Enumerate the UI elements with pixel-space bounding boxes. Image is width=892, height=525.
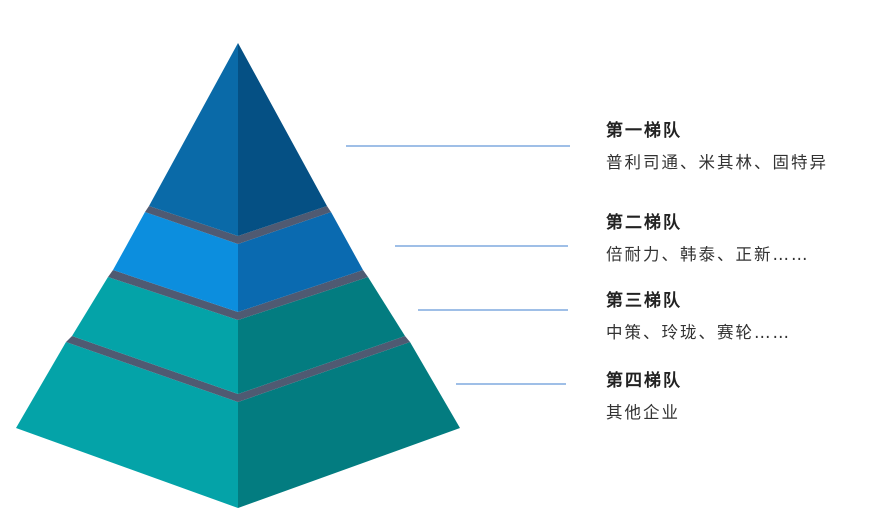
tier-1-left-face (149, 43, 238, 236)
tier-2-title: 第二梯队 (606, 213, 682, 233)
tier-4-title: 第四梯队 (606, 371, 682, 391)
tier-3-block (72, 270, 405, 394)
tier-3-title: 第三梯队 (606, 291, 682, 311)
tier-4-label: 第四梯队 其他企业 (606, 370, 682, 424)
tier-2-label: 第二梯队 倍耐力、韩泰、正新…… (606, 212, 810, 266)
tier-4-left-face (16, 342, 238, 508)
tier-4-right-face (238, 342, 460, 508)
tier-2-left-face (113, 212, 238, 312)
tier-3-label: 第三梯队 中策、玲珑、赛轮…… (606, 290, 791, 344)
tier-2-members: 倍耐力、韩泰、正新…… (606, 245, 810, 264)
tier-1-right-face (238, 43, 327, 236)
tier-4-members: 其他企业 (606, 403, 680, 422)
tier-4-block (16, 336, 460, 508)
tier-2-separator (145, 206, 331, 244)
tier-2-block (113, 206, 363, 312)
tier-3-members: 中策、玲珑、赛轮…… (606, 323, 791, 342)
tier-1-label: 第一梯队 普利司通、米其林、固特异 (606, 120, 828, 174)
tier-3-left-face (72, 277, 238, 394)
tier-1-block (149, 43, 327, 236)
tier-1-title: 第一梯队 (606, 121, 682, 141)
tier-2-right-face (238, 212, 363, 312)
tier-3-right-face (238, 277, 405, 394)
tier-1-members: 普利司通、米其林、固特异 (606, 153, 828, 172)
